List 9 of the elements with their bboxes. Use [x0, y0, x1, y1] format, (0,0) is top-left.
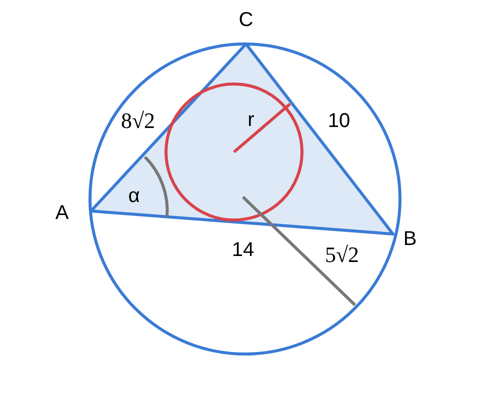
length-label: 5√2 — [324, 244, 360, 266]
point-label: B — [403, 229, 417, 249]
point-label: C — [238, 10, 254, 30]
point-label: 10 — [328, 111, 350, 131]
point-label: A — [55, 203, 69, 223]
point-label: 14 — [232, 240, 254, 260]
length-label: 8√2 — [120, 110, 156, 132]
point-label: r — [248, 110, 254, 130]
point-label: α — [128, 186, 140, 206]
